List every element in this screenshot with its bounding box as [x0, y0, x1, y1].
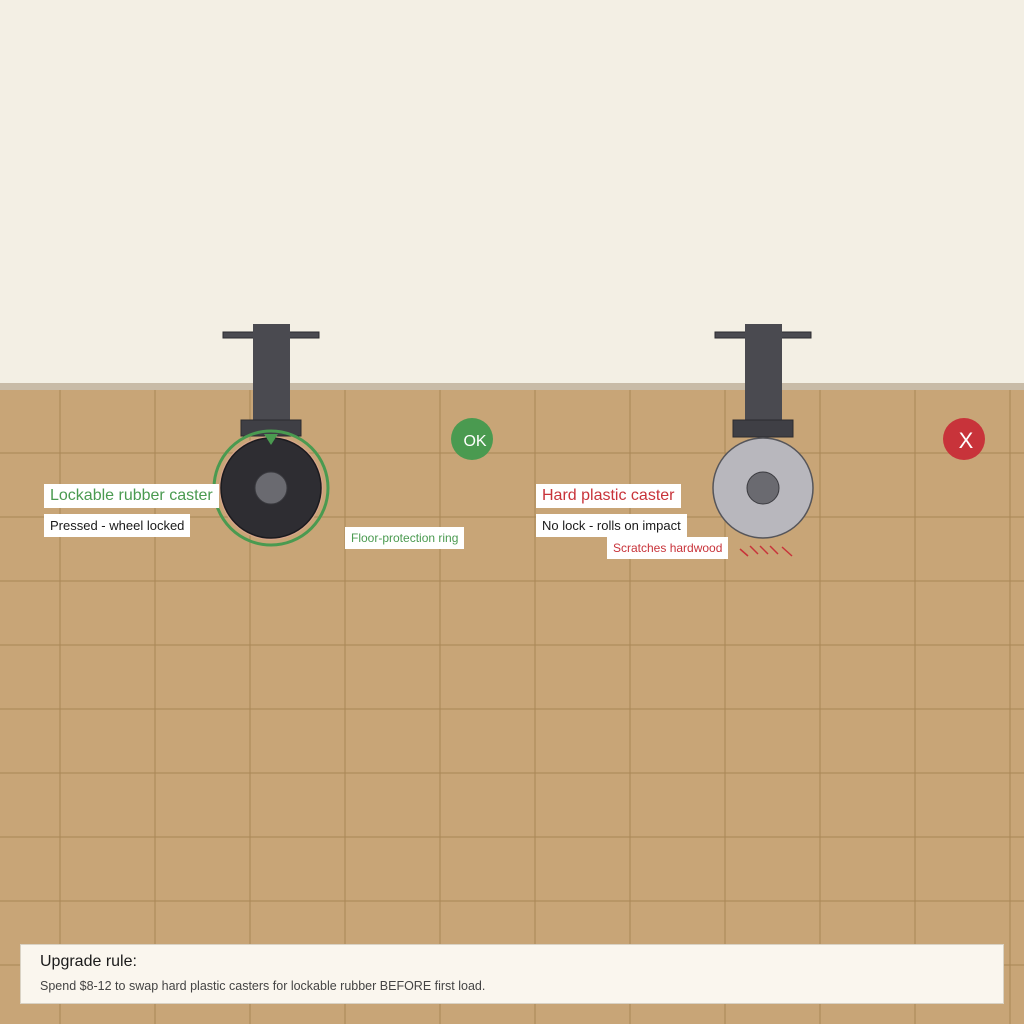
- right-caster-title: Hard plastic caster: [536, 484, 681, 508]
- x-badge-circle: [943, 418, 985, 460]
- x-badge-text: X: [959, 428, 974, 453]
- upgrade-rule-text: Spend $8-12 to swap hard plastic casters…: [40, 979, 486, 993]
- left-caster: [212, 324, 330, 547]
- ok-badge: OK: [451, 418, 493, 460]
- wall-background: [0, 0, 1024, 383]
- lock-pressed-arrow-icon: [264, 434, 278, 445]
- plastic-wheel-hub: [746, 471, 780, 505]
- right-caster-status: No lock - rolls on impact: [536, 514, 687, 537]
- x-badge: X: [943, 418, 985, 460]
- scratch-marks-icon: [739, 545, 793, 557]
- floor-protection-ring-label: Floor-protection ring: [345, 527, 465, 549]
- rubber-wheel-hub: [254, 471, 288, 505]
- left-caster-title: Lockable rubber caster: [44, 484, 219, 508]
- right-caster-stem: [745, 324, 782, 420]
- right-caster: [712, 324, 814, 557]
- ok-badge-text: OK: [463, 433, 486, 450]
- left-caster-status: Pressed - wheel locked: [44, 514, 191, 537]
- baseboard: [0, 383, 1024, 390]
- left-caster-stem: [253, 324, 290, 420]
- upgrade-rule-title: Upgrade rule:: [40, 953, 137, 970]
- scratch-warning-label: Scratches hardwood: [607, 537, 729, 559]
- upgrade-rule-box: Upgrade rule: Spend $8-12 to swap hard p…: [20, 944, 1004, 1004]
- ok-badge-circle: [451, 418, 493, 460]
- right-caster-fork: [732, 419, 794, 438]
